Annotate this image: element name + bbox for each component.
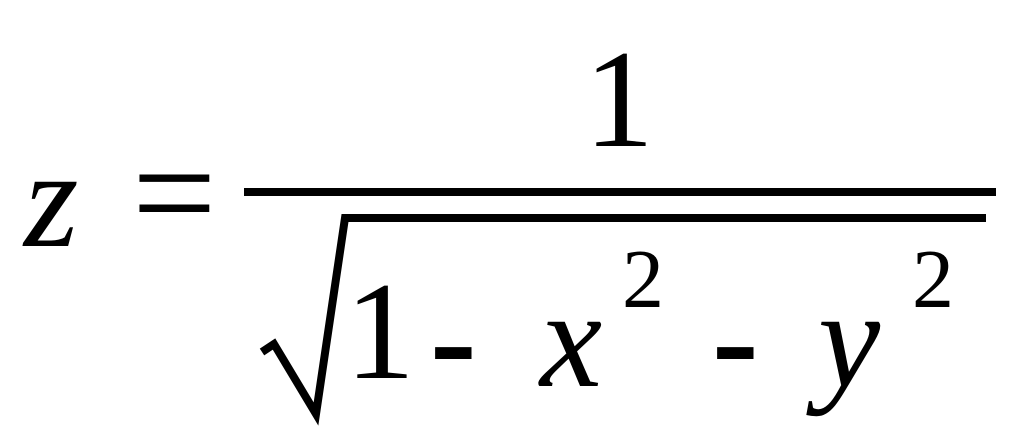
equals-sign: = [132, 110, 217, 276]
variable-x: x [540, 262, 603, 417]
minus-operator-1: - [430, 262, 477, 417]
fraction-bar [244, 188, 996, 196]
exponent-x: 2 [622, 233, 664, 326]
denominator-constant: 1 [345, 254, 415, 409]
exponent-y: 2 [912, 233, 954, 326]
lhs-variable-z: z [24, 122, 79, 277]
numerator: 1 [584, 22, 654, 177]
minus-operator-2: - [712, 262, 759, 417]
variable-y: y [818, 262, 881, 417]
